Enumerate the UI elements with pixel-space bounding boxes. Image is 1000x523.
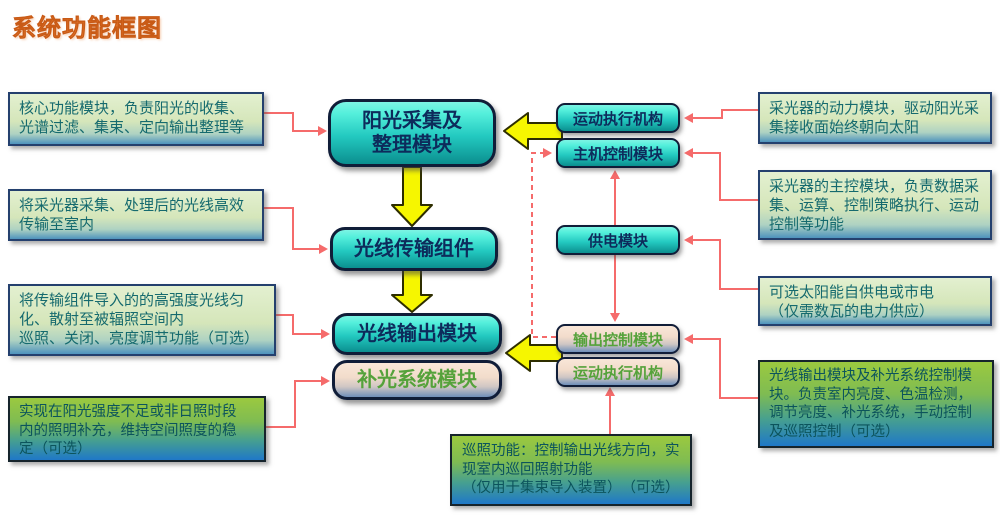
module-label: 主机控制模块 bbox=[572, 145, 663, 163]
module-label: 输出控制模块 bbox=[572, 331, 663, 349]
note-patrol-function: 巡照功能：控制输出光线方向，实现室内巡回照射功能 （仅用于集束导入装置） （可选… bbox=[450, 434, 692, 506]
module-sunlight-collection: 阳光采集及 整理模块 bbox=[328, 99, 496, 167]
module-light-transmission: 光线传输组件 bbox=[330, 227, 498, 271]
note-text: 采光器的主控模块，负责数据采集、运算、控制策略执行、运动控制等功能 bbox=[769, 178, 980, 234]
module-label: 阳光采集及 bbox=[362, 110, 462, 132]
note-text: 实现在阳光强度不足或非日照时段内的照明补充，维持空间照度的稳定（可选） bbox=[19, 404, 237, 458]
module-motion-actuator-top: 运动执行机构 bbox=[556, 103, 680, 133]
arrowhead-icon bbox=[684, 113, 693, 123]
arrowhead-icon bbox=[543, 148, 552, 158]
note-text: （仅用于集束导入装置） （可选） bbox=[462, 480, 680, 497]
note-core-function: 核心功能模块，负责阳光的收集、光谱过滤、集束、定向输出整理等 bbox=[8, 92, 264, 146]
module-label: 运动执行机构 bbox=[572, 110, 663, 128]
arrowhead-icon bbox=[610, 170, 620, 179]
connector-outputcontrol-note-to-controller bbox=[690, 338, 758, 399]
note-text: （仅需数瓦的电力供应） bbox=[769, 303, 935, 321]
connector-supplement-note-to-supplement bbox=[266, 380, 324, 428]
note-transmission: 将采光器采集、处理后的光线高效传输至室内 bbox=[8, 189, 264, 241]
arrowhead-icon bbox=[321, 376, 330, 386]
arrowhead-icon bbox=[605, 387, 615, 396]
note-text: 将传输组件导入的的高强度光线匀化、散射至被辐照空间内 bbox=[19, 292, 245, 329]
note-power-module: 采光器的动力模块，驱动阳光采集接收面始终朝向太阳 bbox=[758, 92, 992, 144]
module-supplement-light-system: 补光系统模块 bbox=[332, 360, 502, 400]
block-arrow-down-2 bbox=[391, 269, 433, 313]
connector-power-note-to-actuator bbox=[690, 109, 758, 119]
connector-poweroption-note-to-supply bbox=[690, 239, 758, 290]
connector-trans-note-to-transmission bbox=[264, 207, 322, 250]
connector-output-note-to-output bbox=[276, 314, 324, 335]
module-label: 运动执行机构 bbox=[572, 364, 663, 382]
arrowhead-icon bbox=[684, 235, 693, 245]
module-label: 整理模块 bbox=[372, 134, 452, 156]
note-text: 光线输出模块及补光系统控制模块。负责室内亮度、色温检测，调节亮度、补光系统，手动… bbox=[769, 368, 972, 440]
arrowhead-icon bbox=[610, 313, 620, 322]
note-text: 采光器的动力模块，驱动阳光采集接收面始终朝向太阳 bbox=[769, 100, 980, 137]
block-arrow-left-top bbox=[503, 112, 563, 150]
module-main-controller: 主机控制模块 bbox=[556, 138, 680, 168]
module-label: 供电模块 bbox=[587, 232, 648, 250]
module-label: 光线输出模块 bbox=[357, 323, 477, 345]
connector-feedback-dashed bbox=[531, 152, 556, 338]
note-text: 可选太阳能自供电或市电 bbox=[769, 284, 935, 301]
note-output-control: 光线输出模块及补光系统控制模块。负责室内亮度、色温检测，调节亮度、补光系统，手动… bbox=[758, 360, 994, 448]
note-text: 巡照功能：控制输出光线方向，实现室内巡回照射功能 bbox=[462, 443, 680, 478]
arrowhead-icon bbox=[684, 148, 693, 158]
note-output-functions: 将传输组件导入的的高强度光线匀化、散射至被辐照空间内 巡照、关闭、亮度调节功能（… bbox=[8, 284, 276, 356]
note-text: 将采光器采集、处理后的光线高效传输至室内 bbox=[19, 197, 245, 234]
module-motion-actuator-bottom: 运动执行机构 bbox=[556, 357, 680, 387]
page-title: 系统功能框图 bbox=[12, 15, 162, 43]
arrowhead-icon bbox=[318, 126, 327, 136]
connector-core-to-collection bbox=[264, 112, 321, 132]
note-main-control: 采光器的主控模块，负责数据采集、运算、控制策略执行、运动控制等功能 bbox=[758, 170, 992, 240]
note-power-option: 可选太阳能自供电或市电 （仅需数瓦的电力供应） bbox=[758, 276, 992, 326]
module-output-controller: 输出控制模块 bbox=[556, 324, 680, 354]
arrowhead-icon bbox=[321, 329, 330, 339]
arrowhead-icon bbox=[684, 334, 693, 344]
note-supplement-light: 实现在阳光强度不足或非日照时段内的照明补充，维持空间照度的稳定（可选） bbox=[8, 396, 266, 462]
block-arrow-left-bottom bbox=[505, 334, 563, 372]
module-label: 光线传输组件 bbox=[354, 238, 474, 260]
module-power-supply: 供电模块 bbox=[556, 225, 680, 255]
connector-maincontrol-note-to-controller bbox=[690, 152, 758, 201]
block-arrow-down-1 bbox=[391, 166, 433, 227]
module-light-output: 光线输出模块 bbox=[332, 313, 502, 355]
note-text: 核心功能模块，负责阳光的收集、光谱过滤、集束、定向输出整理等 bbox=[19, 100, 245, 137]
arrowhead-icon bbox=[319, 244, 328, 254]
module-label: 补光系统模块 bbox=[357, 369, 477, 391]
note-text: 巡照、关闭、亮度调节功能（可选） bbox=[19, 330, 260, 348]
